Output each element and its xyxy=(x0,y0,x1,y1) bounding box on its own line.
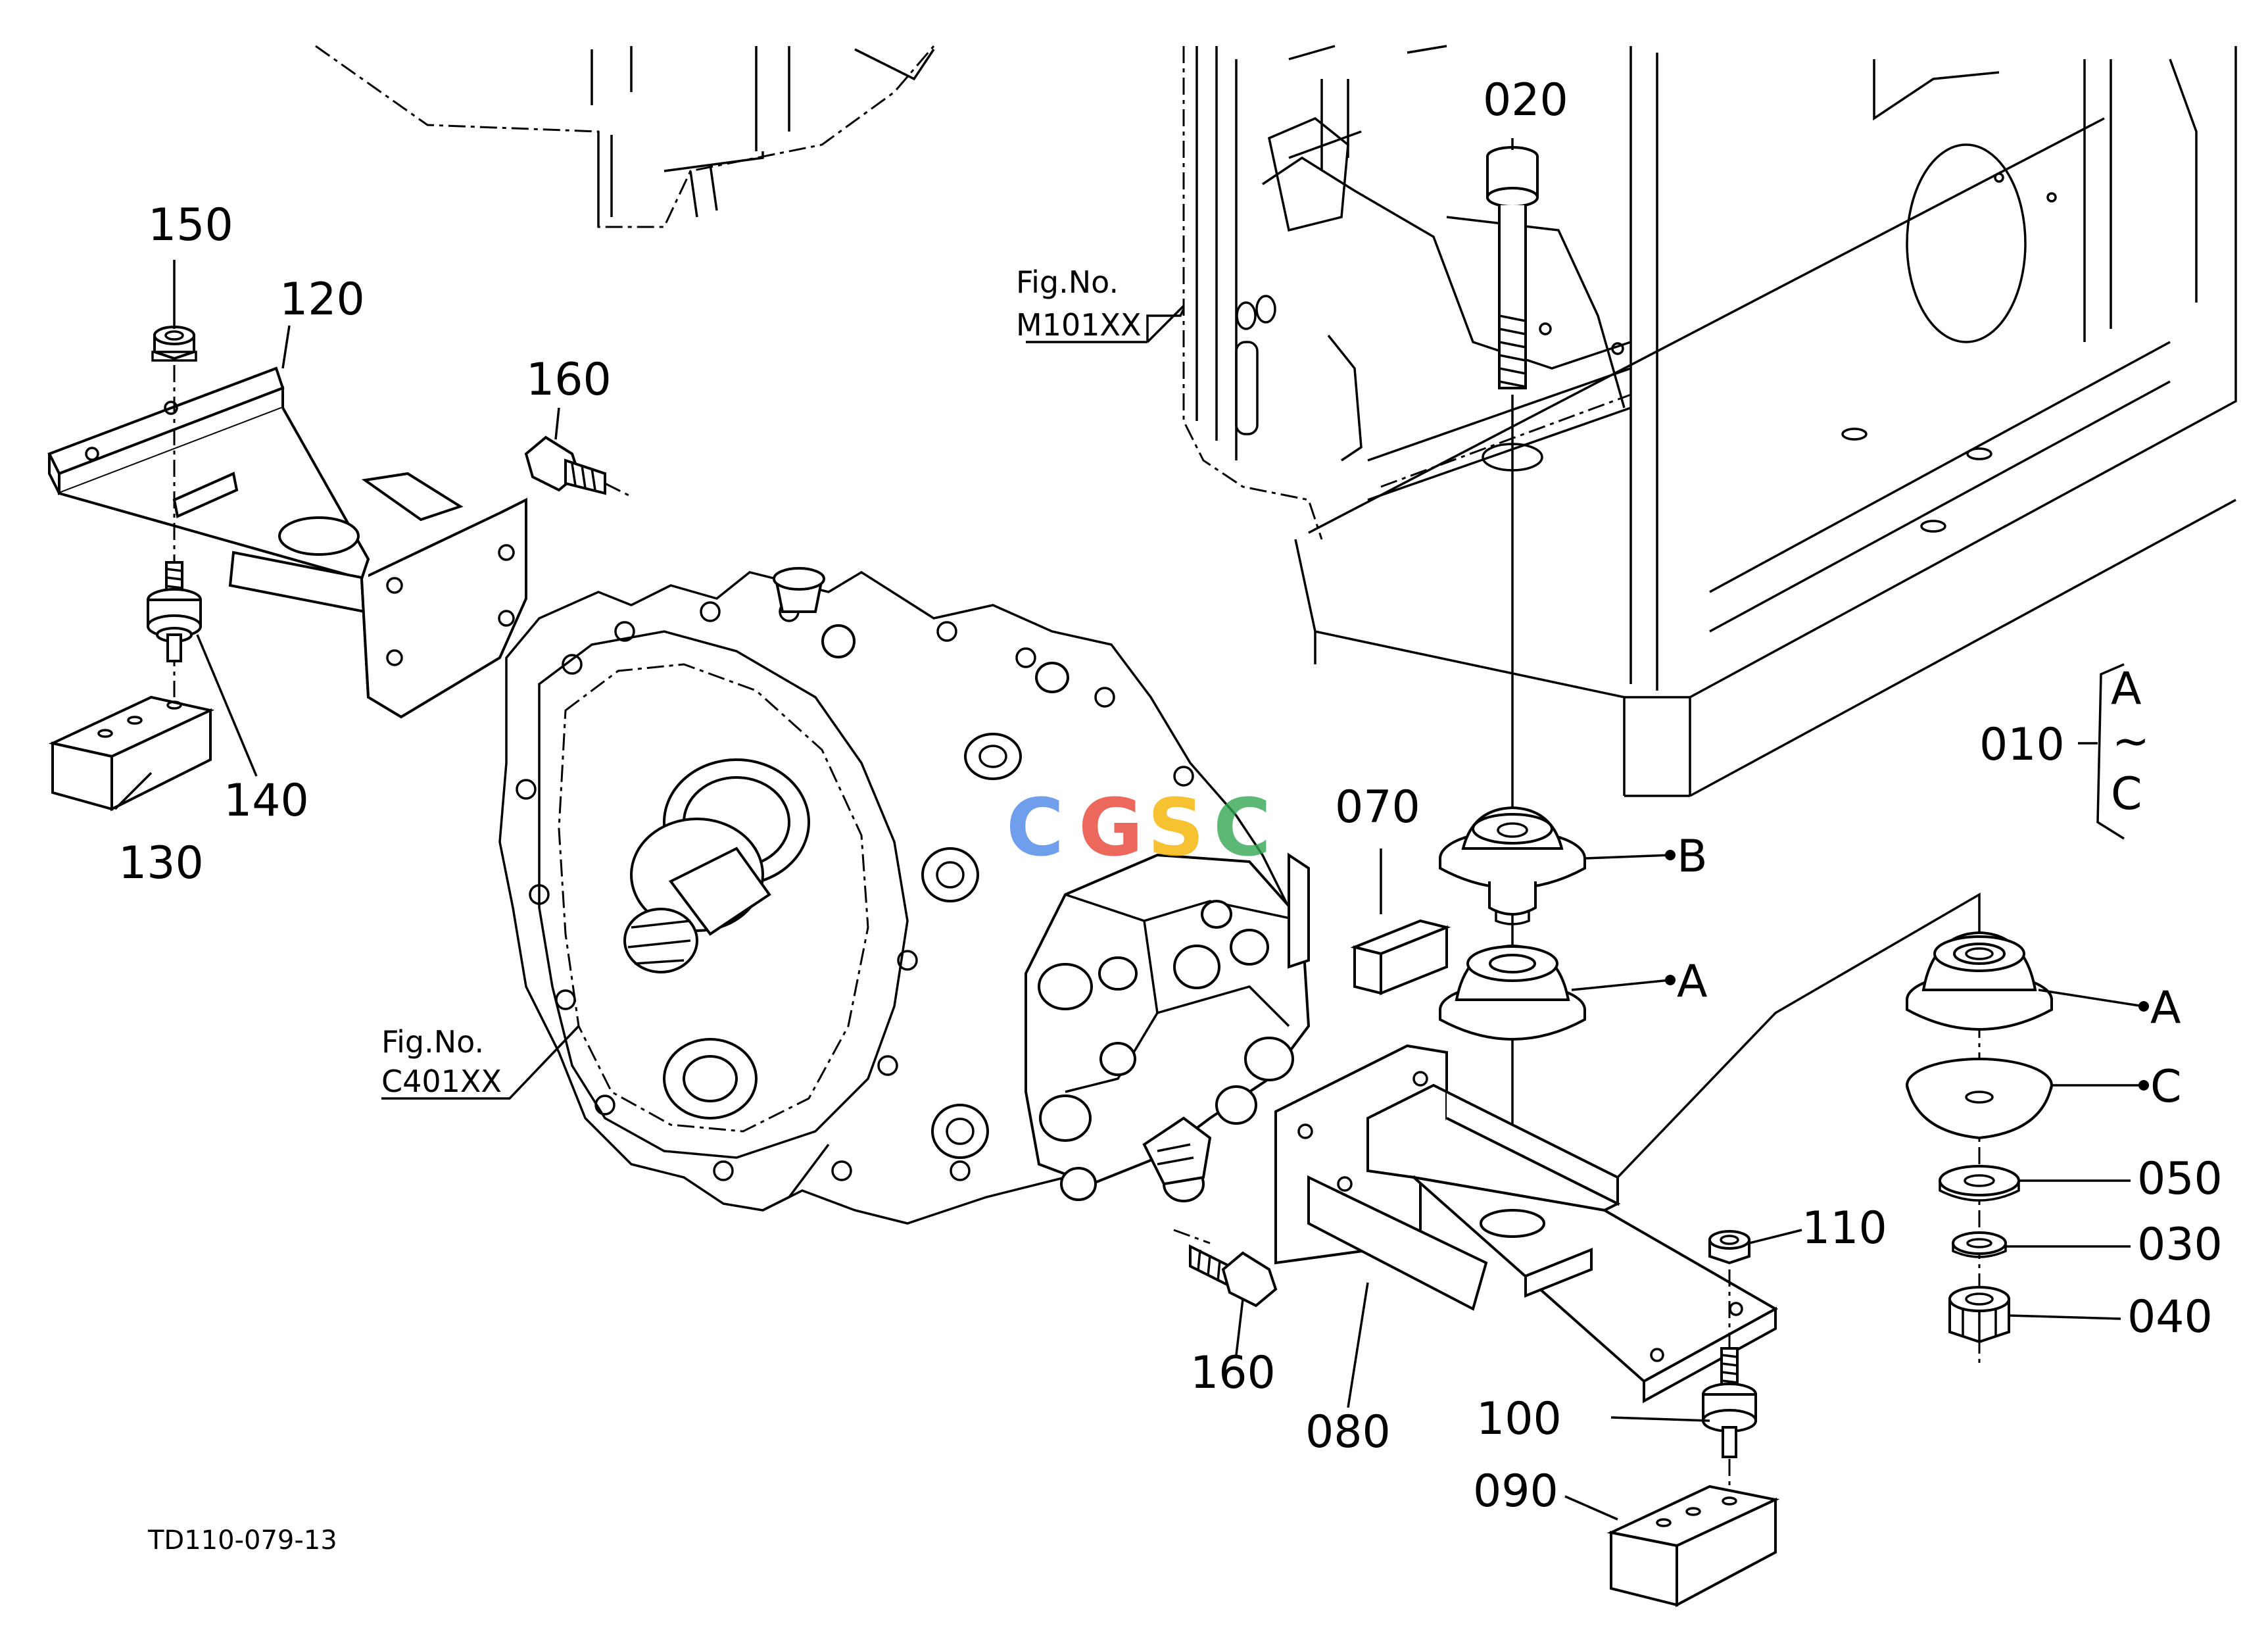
callout-a-right: A xyxy=(2150,982,2181,1034)
range-top-letter: A xyxy=(2111,663,2142,715)
mount-rubber-100 xyxy=(1702,1347,1757,1458)
range-separator: ~ xyxy=(2112,716,2150,768)
fig-ref-code-m101: M101XX xyxy=(1016,307,1142,343)
range-bottom-letter: C xyxy=(2111,768,2142,820)
part-number-070: 070 xyxy=(1335,781,1420,833)
part-number-040: 040 xyxy=(2127,1291,2213,1343)
range-bracket-010 xyxy=(2096,663,2125,840)
callout-c-right: C xyxy=(2150,1061,2181,1113)
part-number-160-bottom: 160 xyxy=(1190,1347,1276,1399)
bolt-160-bottom xyxy=(1173,1229,1278,1308)
fig-ref-label-m101: Fig.No. xyxy=(1016,264,1119,300)
watermark-letter-1: C xyxy=(1006,783,1064,874)
frame-hole xyxy=(1482,443,1543,472)
callout-b: B xyxy=(1677,831,1708,883)
part-number-140: 140 xyxy=(224,775,309,827)
part-number-130: 130 xyxy=(118,837,204,889)
callout-letters: B A A C A ~ C xyxy=(1677,663,2181,1113)
transmission-body xyxy=(498,567,1311,1225)
bolt-020 xyxy=(1486,146,1539,389)
fig-ref-label-c401: Fig.No. xyxy=(381,1024,484,1060)
mount-a xyxy=(1439,944,1586,1041)
nut-110 xyxy=(1708,1230,1750,1265)
part-number-030: 030 xyxy=(2137,1219,2223,1271)
drawing-code: TD110-079-13 xyxy=(147,1525,337,1556)
leader-lines xyxy=(114,138,2149,1521)
watermark-letter-4: C xyxy=(1213,783,1271,874)
nut-150 xyxy=(151,326,197,362)
part-number-090: 090 xyxy=(1473,1465,1558,1517)
part-number-020: 020 xyxy=(1483,74,1568,126)
exploded-stack-right xyxy=(1616,892,2053,1368)
spacer-070 xyxy=(1350,919,1451,995)
part-labels: 150 120 160 140 130 020 010 070 110 160 … xyxy=(118,74,2223,1517)
watermark: C G S C xyxy=(1006,783,1271,874)
callout-a-center: A xyxy=(1677,956,1708,1008)
block-130 xyxy=(48,695,215,812)
part-number-050: 050 xyxy=(2137,1153,2223,1205)
part-number-160-top: 160 xyxy=(526,354,612,406)
block-090 xyxy=(1606,1485,1780,1608)
part-number-120: 120 xyxy=(279,274,365,326)
fig-ref-code-c401: C401XX xyxy=(381,1064,502,1099)
part-number-100: 100 xyxy=(1476,1393,1562,1445)
part-number-080: 080 xyxy=(1305,1406,1391,1458)
bolt-160-top xyxy=(524,435,632,498)
bracket-080 xyxy=(1274,1044,1779,1404)
ghost-body-top-left xyxy=(315,45,935,228)
watermark-letter-3: S xyxy=(1147,783,1204,874)
part-number-010: 010 xyxy=(1979,719,2065,771)
part-number-150: 150 xyxy=(148,199,233,251)
bracket-120 xyxy=(47,366,527,719)
mount-rubber-140 xyxy=(147,561,202,662)
ghost-frame-top-right xyxy=(1182,45,2237,797)
figure-references: Fig.No. M101XX Fig.No. C401XX xyxy=(381,264,1142,1099)
mount-b xyxy=(1439,806,1586,925)
watermark-letter-2: G xyxy=(1078,783,1144,874)
part-number-110: 110 xyxy=(1802,1202,1887,1254)
